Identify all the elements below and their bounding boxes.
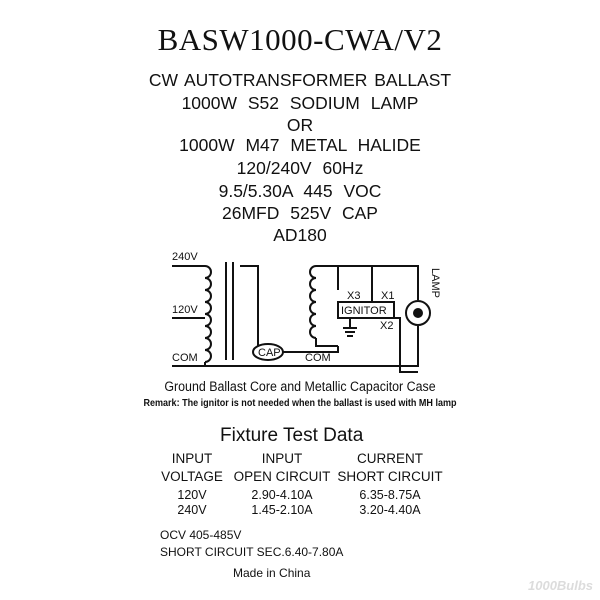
- lamp-icon: [405, 300, 431, 326]
- label-com-left: COM: [172, 352, 198, 364]
- label-x1: X1: [381, 290, 394, 302]
- model-number: BASW1000-CWA/V2: [157, 22, 443, 57]
- ignitor-box: [337, 301, 395, 319]
- header-input-voltage: INPUT VOLTAGE: [150, 450, 234, 486]
- spec-line-sodium-lamp: 1000W S52 SODIUM LAMP: [181, 93, 419, 113]
- table-cell: 6.35-8.75A: [359, 488, 421, 502]
- made-in-note: Made in China: [233, 566, 311, 580]
- header-line: INPUT: [171, 451, 213, 466]
- lamp-center-icon: [413, 308, 423, 318]
- ocv-note: OCV 405-485V: [160, 528, 242, 542]
- secondary-coil: [309, 265, 317, 339]
- label-cap: CAP: [258, 347, 281, 359]
- spec-line-code: AD180: [273, 225, 327, 245]
- table-cell: 2.90-4.10A: [251, 488, 313, 502]
- ground-icon: [343, 318, 357, 337]
- remark-note: Remark: The ignitor is not needed when t…: [143, 397, 457, 409]
- wire-cap-loop: [240, 265, 339, 353]
- spec-line-current: 9.5/5.30A 445 VOC: [218, 181, 382, 201]
- label-x2: X2: [380, 320, 393, 332]
- header-line: INPUT: [261, 451, 303, 466]
- primary-coil: [204, 265, 212, 363]
- spec-line-or: OR: [286, 115, 314, 135]
- header-line: VOLTAGE: [161, 469, 223, 484]
- secondary-coil-tail: [315, 338, 338, 347]
- capacitor-icon: [252, 343, 284, 361]
- wire-x2: [394, 317, 418, 373]
- label-120v: 120V: [172, 304, 198, 316]
- header-line: SHORT CIRCUIT: [337, 469, 443, 484]
- header-line: OPEN CIRCUIT: [233, 469, 331, 484]
- watermark: 1000Bulbs: [528, 578, 594, 593]
- label-ignitor: IGNITOR: [341, 305, 387, 317]
- wire-lamp-bottom: [338, 326, 419, 367]
- short-circuit-note: SHORT CIRCUIT SEC.6.40-7.80A: [160, 545, 344, 559]
- label-x3: X3: [347, 290, 360, 302]
- test-data-title: Fixture Test Data: [220, 425, 364, 446]
- header-line: CURRENT: [357, 451, 423, 466]
- table-cell: 3.20-4.40A: [359, 503, 421, 517]
- table-cell: 240V: [177, 503, 207, 517]
- header-current-short-circuit: CURRENT SHORT CIRCUIT: [330, 450, 450, 486]
- ground-note: Ground Ballast Core and Metallic Capacit…: [164, 379, 436, 394]
- label-240v: 240V: [172, 251, 198, 263]
- wire-lamp-top: [338, 265, 419, 300]
- label-lamp: LAMP: [429, 268, 441, 298]
- spec-line-capacitor: 26MFD 525V CAP: [222, 203, 378, 223]
- header-input-open-circuit: INPUT OPEN CIRCUIT: [226, 450, 338, 486]
- label-com-mid: COM: [305, 352, 331, 364]
- table-cell: 1.45-2.10A: [251, 503, 313, 517]
- spec-line-voltage: 120/240V 60Hz: [236, 158, 364, 178]
- table-cell: 120V: [177, 488, 207, 502]
- spec-line-metal-halide: 1000W M47 METAL HALIDE: [179, 135, 421, 155]
- spec-line-ballast-type: CW AUTOTRANSFORMER BALLAST: [148, 70, 452, 90]
